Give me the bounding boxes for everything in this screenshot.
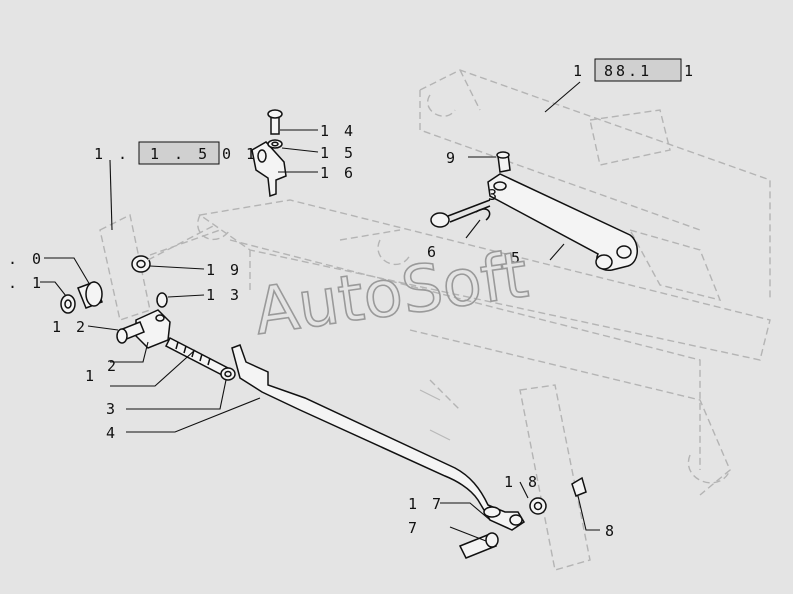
bushing-10: [77, 281, 103, 309]
label-10: . 0: [8, 250, 44, 268]
label-3-arm: 3: [488, 186, 500, 204]
label-4: 4: [106, 424, 118, 442]
link-arm-5: [487, 173, 638, 271]
label-15: 1 5: [320, 144, 356, 162]
label-2: 2: [107, 357, 119, 375]
ref-prefix: 1: [573, 62, 585, 80]
label-11: . 1: [8, 274, 44, 292]
label-12: 1 2: [52, 318, 88, 336]
bolt-12: [116, 321, 145, 344]
linch-pin-6: [430, 199, 491, 228]
bolt-14: [267, 109, 283, 135]
label-1: 1: [85, 367, 97, 385]
label-9: 9: [446, 149, 458, 167]
ref-suffix: 1: [684, 62, 696, 80]
ref-callout-top-right: 1 88.1 1: [573, 58, 696, 82]
washer-18: [529, 497, 547, 515]
ref-box: [138, 141, 220, 165]
label-14: 1 4: [320, 122, 356, 140]
clip-8: [571, 476, 587, 497]
label-6: 6: [427, 243, 439, 261]
ref-box: [594, 58, 682, 82]
ref-suffix: 0 1: [222, 145, 258, 163]
label-7: 7: [408, 519, 420, 537]
ref-callout-top-left: 1 . 1 1 . 5 0 1: [94, 141, 258, 165]
label-13: 1 3: [206, 286, 242, 304]
part-labels: 1 4 1 5 1 6 9 3 6 5 . 0 . 1 1 9 1 3 1 2 …: [8, 122, 617, 540]
label-19: 1 9: [206, 261, 242, 279]
label-17: 1 7: [408, 495, 444, 513]
knob-9: [496, 151, 511, 173]
ref-code: 1 . 5: [150, 145, 210, 163]
ref-prefix: 1 . 1: [94, 145, 154, 163]
operating-rod: [231, 344, 526, 531]
threaded-pin: [164, 336, 230, 378]
label-16: 1 6: [320, 164, 356, 182]
watermark: AutoSoft: [250, 238, 532, 350]
ref-code: 88.1: [604, 62, 652, 80]
label-8: 8: [605, 522, 617, 540]
washer-3: [220, 367, 236, 381]
washer-19: [131, 255, 151, 273]
bracket-16: [251, 141, 287, 198]
leader-lines: [40, 81, 600, 542]
label-5: 5: [511, 249, 523, 267]
washer-15: [267, 139, 283, 149]
clevis-pin-7: [458, 532, 499, 559]
label-18: 1 8: [504, 473, 540, 491]
axis-line-19: [147, 224, 216, 261]
washer-11: [60, 294, 76, 314]
nut-13: [156, 292, 168, 308]
label-3: 3: [106, 400, 118, 418]
